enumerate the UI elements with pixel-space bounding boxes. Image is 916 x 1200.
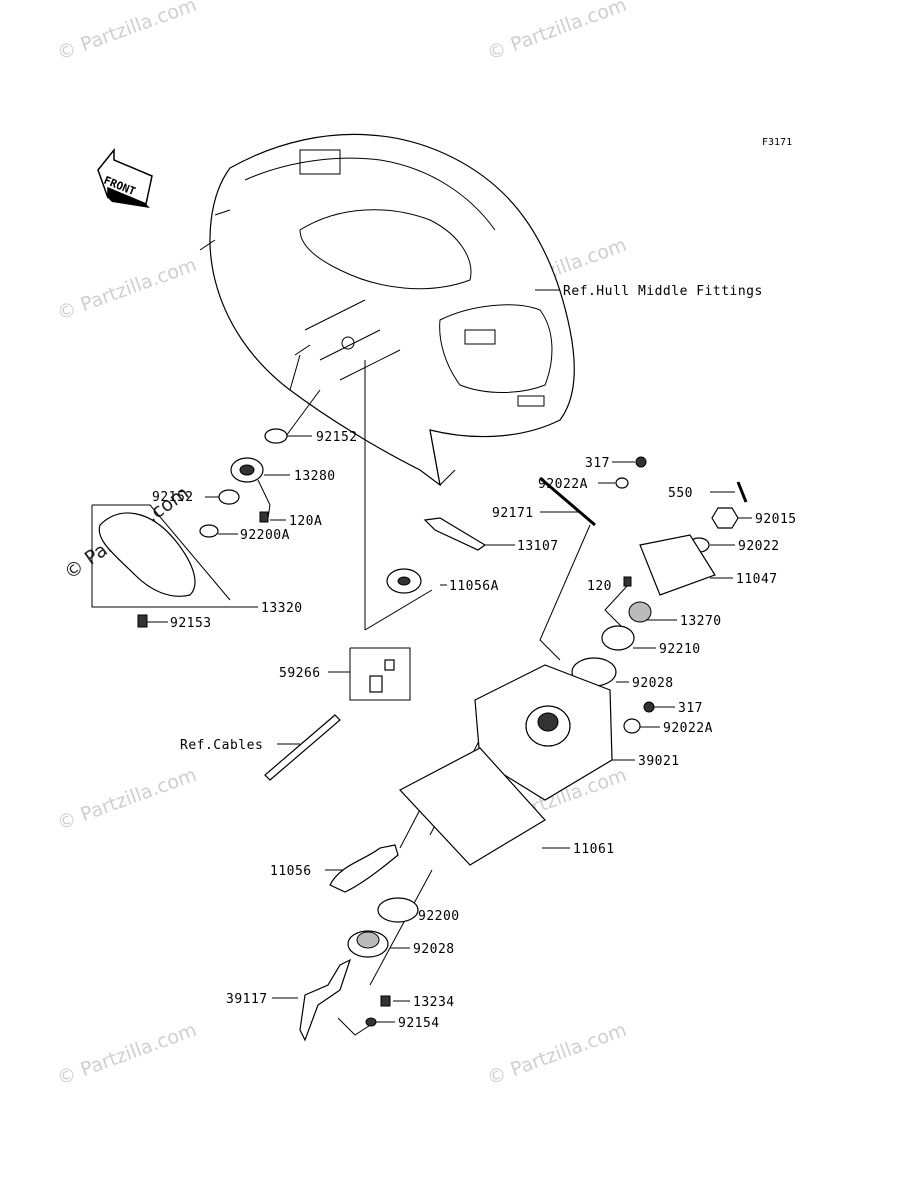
callout-11061: 11061 [573, 842, 615, 857]
callout-92028: 92028 [632, 676, 674, 691]
part-92171 [539, 476, 596, 527]
part-92015 [711, 507, 739, 529]
callout-92153: 92153 [170, 616, 212, 631]
part-92152-a [264, 428, 288, 444]
part-92153 [137, 614, 148, 628]
callout-317: 317 [585, 456, 610, 471]
callout-92210: 92210 [659, 642, 701, 657]
callout-120a: 120A [289, 514, 322, 529]
callout-92200a: 92200A [240, 528, 290, 543]
part-11056 [329, 844, 399, 893]
watermark: © Partzilla.com [484, 0, 629, 65]
callout-92015: 92015 [755, 512, 797, 527]
callout-13234: 13234 [413, 995, 455, 1010]
watermark: © Partzilla.com [54, 0, 199, 65]
callout-92022a: 92022A [538, 477, 588, 492]
callout-92152: 92152 [316, 430, 358, 445]
part-92210 [601, 625, 635, 651]
diagram-code: F3171 [762, 137, 792, 148]
part-11061 [399, 747, 546, 866]
part-120a [259, 511, 269, 523]
callout-13320: 13320 [261, 601, 303, 616]
callout-11047: 11047 [736, 572, 778, 587]
watermark: © Partzilla.com [54, 254, 199, 325]
front-arrow: FRONT [97, 147, 153, 208]
callout-39117: 39117 [226, 992, 268, 1007]
watermark: © Partzilla.com [54, 764, 199, 835]
callout-92154: 92154 [398, 1016, 440, 1031]
callout-59266: 59266 [279, 666, 321, 681]
part-39117 [299, 958, 352, 1042]
part-92022a-1 [615, 477, 629, 489]
watermark: © Partzilla.com [54, 1019, 199, 1090]
parts [98, 428, 748, 1042]
callout-13270: 13270 [680, 614, 722, 629]
part-550 [736, 481, 748, 503]
ref-cables-shape [264, 714, 341, 781]
callout-92022: 92022 [738, 539, 780, 554]
part-317-b [643, 701, 655, 713]
part-59266 [369, 675, 383, 693]
callout-11056a: 11056A [449, 579, 499, 594]
part-13320 [98, 512, 196, 597]
callout-39021: 39021 [638, 754, 680, 769]
part-92022a-2 [623, 718, 641, 734]
part-317-a [635, 456, 647, 468]
ref-cables-label: Ref.Cables [180, 738, 263, 753]
callout-13107: 13107 [517, 539, 559, 554]
callout-labels: Ref.Hull Middle Fittings 92152 13280 921… [152, 284, 797, 1031]
callout-92200: 92200 [418, 909, 460, 924]
callout-92028: 92028 [413, 942, 455, 957]
callout-13280: 13280 [294, 469, 336, 484]
part-13107 [423, 517, 487, 551]
part-92200a [199, 524, 219, 538]
part-120 [623, 576, 632, 587]
callout-92171: 92171 [492, 506, 534, 521]
watermark: © Partzilla.com [484, 1019, 629, 1090]
part-92152-b [218, 489, 240, 505]
part-13270 [628, 601, 652, 623]
part-92154 [365, 1017, 377, 1027]
hull-illustration [199, 133, 575, 487]
callout-92022a: 92022A [663, 721, 713, 736]
callout-550: 550 [668, 486, 693, 501]
ref-hull-label: Ref.Hull Middle Fittings [563, 284, 763, 299]
callout-11056: 11056 [270, 864, 312, 879]
part-92200 [377, 897, 419, 923]
part-11047 [639, 534, 716, 596]
callout-120: 120 [587, 579, 612, 594]
callout-317: 317 [678, 701, 703, 716]
callout-92152: 92152 [152, 490, 194, 505]
part-13234 [380, 995, 391, 1007]
